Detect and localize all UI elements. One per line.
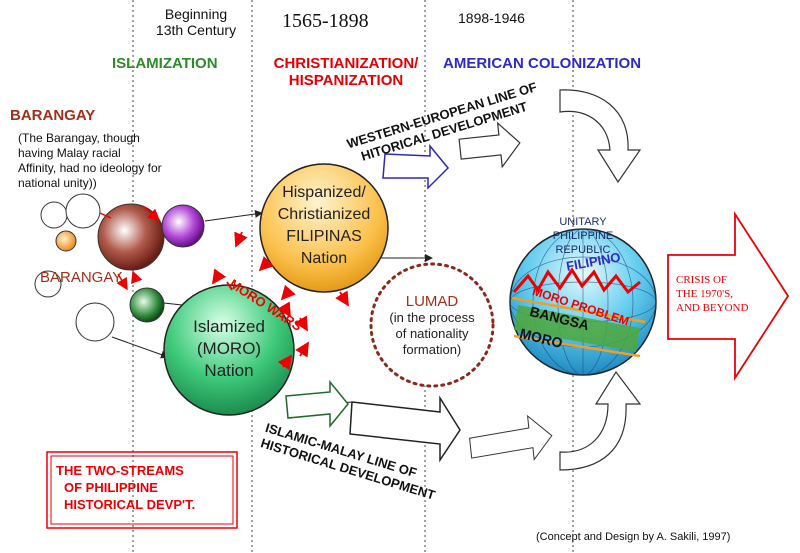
- lumad-label: LUMAD (in the process of nationality for…: [389, 293, 475, 358]
- period-2-label: 1565-1898: [282, 10, 369, 32]
- era-islamization: ISLAMIZATION: [112, 55, 218, 72]
- barangay-circle-purple: [161, 204, 205, 248]
- barangay-circle-3: [34, 270, 62, 298]
- republic-label: UNITARY PHILIPPINE REPUBLIC: [552, 216, 614, 256]
- moro-problem-wave: [512, 267, 641, 295]
- curved-arrow-bottom: [559, 370, 642, 471]
- barangay-label-2: BARANGAY: [40, 269, 123, 286]
- two-streams-box-outer: [46, 451, 238, 529]
- block-arrow-bottom-2: [349, 395, 461, 463]
- period-1-label: Beginning 13th Century: [155, 6, 237, 38]
- barangay-circle-green: [129, 287, 165, 323]
- green-block-arrow: [285, 379, 349, 429]
- crisis-label: CRISIS OF THE 1970'S, AND BEYOND: [676, 274, 749, 314]
- era-american: AMERICAN COLONIZATION: [443, 55, 642, 72]
- era-christianization: CHRISTIANIZATION/ HISPANIZATION: [273, 55, 419, 89]
- barangay-note: (The Barangay, though having Malay racia…: [18, 131, 162, 190]
- barangay-circle-4: [75, 302, 115, 342]
- barangay-title: BARANGAY: [10, 107, 96, 124]
- lumad-circle: [369, 262, 495, 388]
- two-streams-box-inner: [50, 455, 234, 525]
- hispanized-circle: [259, 163, 389, 293]
- barangay-circle-orange: [55, 230, 77, 252]
- barangay-circle-1: [40, 201, 68, 229]
- crisis-arrow: [667, 210, 790, 382]
- blue-block-arrow: [382, 143, 450, 190]
- two-streams-label: THE TWO-STREAMS OF PHILIPPINE HISTORICAL…: [56, 463, 196, 512]
- hispanized-label: Hispanized/ Christianized FILIPINAS Nati…: [277, 184, 371, 267]
- block-arrow-top-2: [458, 121, 521, 169]
- barangay-circle-brown: [97, 203, 165, 271]
- period-3-label: 1898-1946: [458, 10, 525, 26]
- barangay-circle-2: [65, 193, 101, 229]
- credit-text: (Concept and Design by A. Sakili, 1997): [536, 531, 731, 543]
- curved-arrow-top: [559, 89, 642, 184]
- block-arrow-bottom-3: [469, 414, 553, 461]
- bangsa-band: [514, 305, 640, 352]
- moro-nation-label: Islamized (MORO) Nation: [193, 317, 265, 380]
